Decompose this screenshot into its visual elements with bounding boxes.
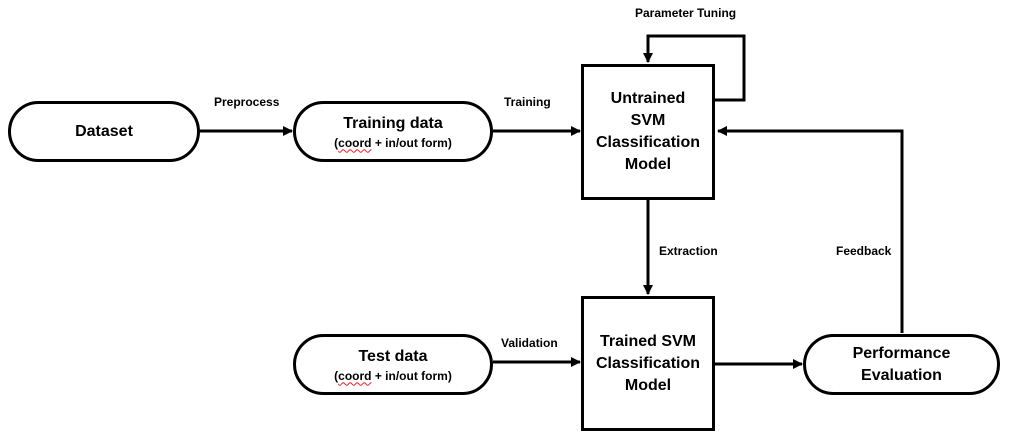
trained-svm-node: Trained SVM Classification Model: [581, 296, 715, 431]
arrow-parameter-tuning: [643, 34, 746, 102]
test-data-label: Test data: [358, 347, 428, 365]
validation-label: Validation: [501, 336, 558, 350]
training-data-label: Training data: [343, 114, 443, 132]
performance-label: Performance Evaluation: [852, 344, 951, 384]
parameter-tuning-label: Parameter Tuning: [635, 6, 737, 20]
trained-svm-label: Trained SVM Classification Model: [595, 332, 701, 394]
feedback-label: Feedback: [836, 244, 892, 258]
preprocess-label: Preprocess: [214, 95, 280, 109]
extraction-label: Extraction: [659, 244, 718, 258]
untrained-svm-label: Untrained SVM Classification Model: [595, 90, 701, 173]
test-data-node: Test data (coord + in/out form): [293, 334, 493, 395]
training-data-node: Training data (coord + in/out form): [293, 101, 493, 162]
training-data-sublabel: (coord + in/out form): [334, 135, 452, 150]
dataset-node: Dataset: [8, 101, 200, 162]
arrow-feedback: [717, 126, 904, 333]
untrained-svm-node: Untrained SVM Classification Model: [581, 64, 715, 200]
performance-node: Performance Evaluation: [803, 334, 1000, 395]
training-label: Training: [504, 95, 551, 109]
dataset-label: Dataset: [75, 122, 133, 140]
test-data-sublabel: (coord + in/out form): [334, 368, 452, 383]
